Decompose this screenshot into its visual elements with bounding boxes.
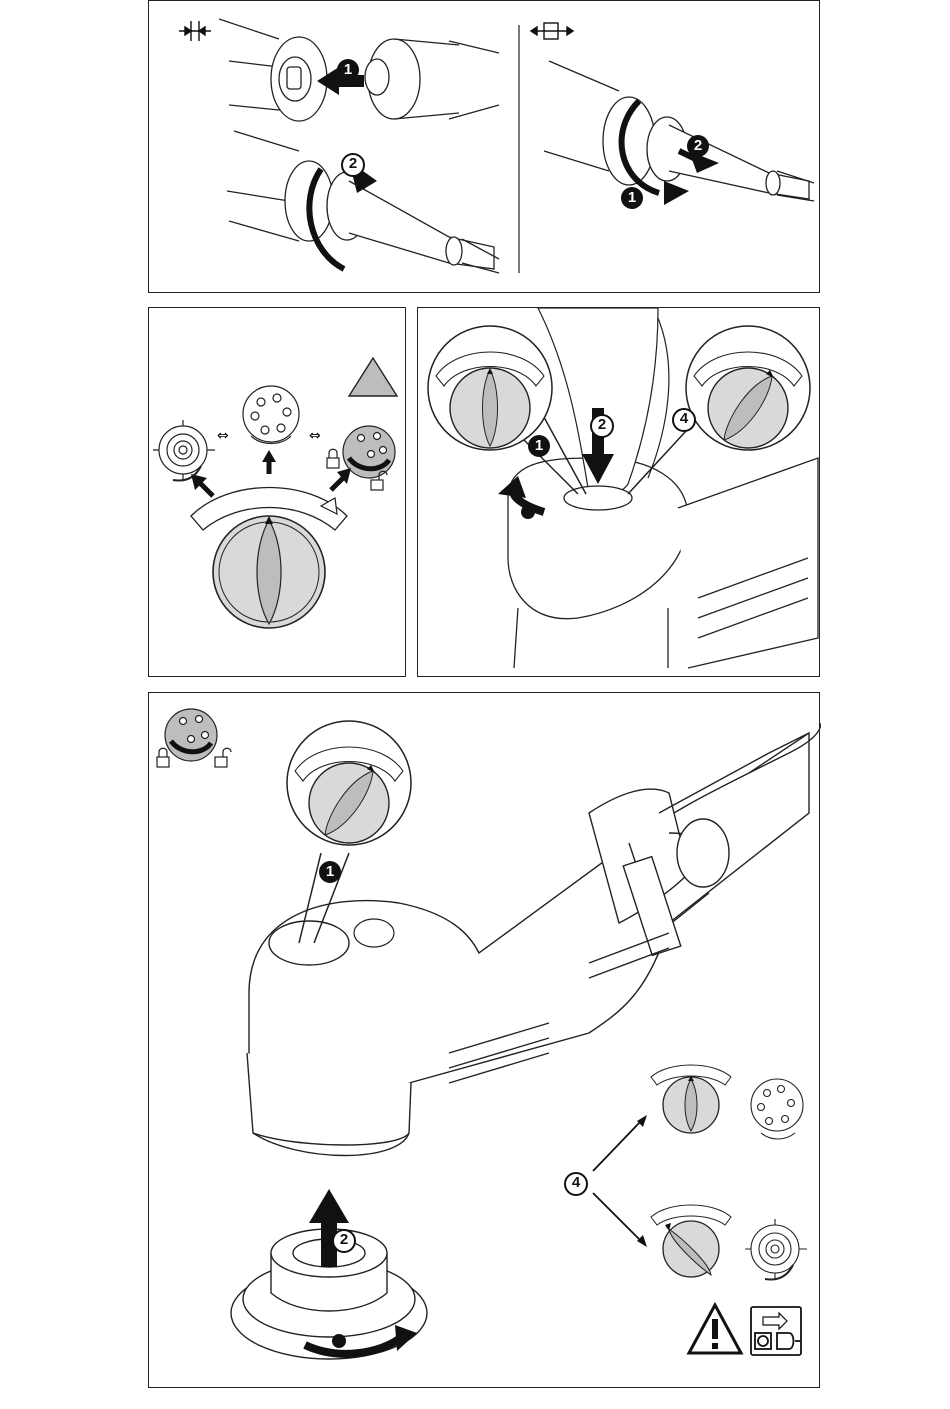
unplug-icon <box>751 1307 801 1355</box>
branch-arrow-down <box>593 1193 641 1241</box>
unlock-icon <box>215 748 231 767</box>
cable-release-illustration <box>544 61 814 201</box>
panel-cable-connection: 1 2 1 2 <box>148 0 820 293</box>
step-badge-2: 2 <box>332 1229 356 1253</box>
eccentric-mode-icon <box>243 386 299 444</box>
panel-dial-press: 1 2 4 <box>417 307 820 677</box>
cable-socket-illustration <box>219 19 499 121</box>
rotary-mode-icon <box>745 1219 807 1279</box>
step-badge-2: 2 <box>687 135 709 157</box>
connect-icon <box>179 21 211 41</box>
rotary-mode-icon <box>153 420 215 480</box>
panel-mode-selector: ⇔ ⇔ <box>148 307 406 677</box>
dust-port <box>354 919 394 947</box>
cable-twist-illustration <box>227 131 499 273</box>
warning-icon <box>689 1305 741 1353</box>
branch-arrow-up <box>593 1121 641 1171</box>
swap-arrow-icon: ⇔ <box>217 428 229 444</box>
locked-pad-icon <box>165 709 217 761</box>
disconnect-icon <box>531 23 573 39</box>
step-badge-1: 1 <box>528 435 550 457</box>
mode-dial-icon <box>213 516 325 628</box>
panel-pad-change: 1 2 4 <box>148 692 820 1388</box>
locked-pad-icon <box>343 426 395 478</box>
warning-triangle-icon <box>349 358 397 396</box>
eccentric-mode-icon <box>751 1079 803 1139</box>
step-badge-4: 4 <box>672 408 696 432</box>
pad-change-illustration <box>149 693 821 1389</box>
mode-selector-illustration: ⇔ ⇔ <box>149 308 407 678</box>
swap-arrow-icon: ⇔ <box>309 428 321 444</box>
dial-on-sander <box>269 921 349 965</box>
step-badge-2: 2 <box>341 153 365 177</box>
step-badge-2: 2 <box>590 414 614 438</box>
step-badge-1: 1 <box>337 59 359 81</box>
dial-rotary-small <box>651 1205 731 1277</box>
step-badge-1: 1 <box>319 861 341 883</box>
sander-body <box>508 458 818 668</box>
step-badge-1: 1 <box>621 187 643 209</box>
step-badge-4: 4 <box>564 1172 588 1196</box>
dial-press-illustration <box>418 308 821 678</box>
dial-eccentric-small <box>651 1065 731 1133</box>
lock-icon <box>157 748 169 767</box>
cable-connection-illustration <box>149 1 821 294</box>
lock-icon <box>327 449 339 468</box>
